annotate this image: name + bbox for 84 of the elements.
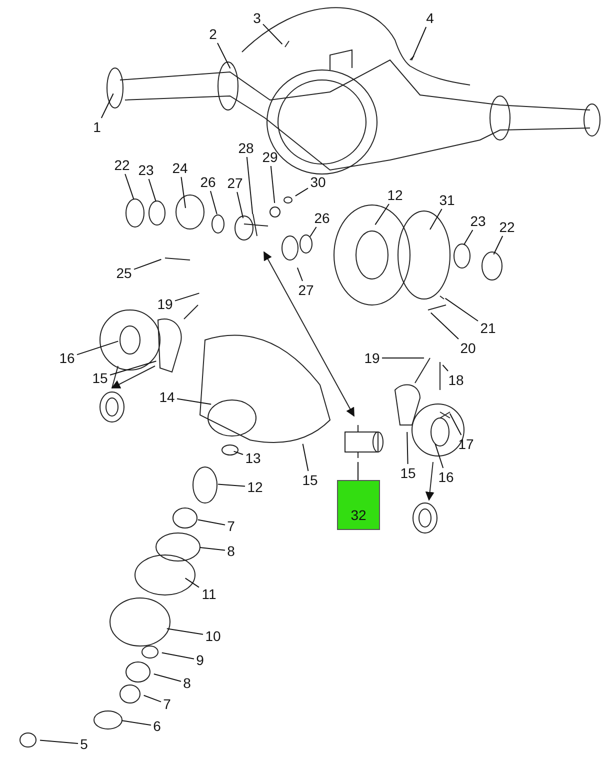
- leader-line: [200, 547, 226, 551]
- leader-line: [442, 364, 448, 372]
- callout-number: 26: [314, 210, 330, 226]
- callout-number: 15: [92, 370, 108, 386]
- leader-line: [148, 178, 156, 202]
- callout-number: 21: [480, 320, 496, 336]
- leader-line: [161, 652, 194, 660]
- callout-number: 12: [387, 187, 403, 203]
- callout-number: 8: [183, 675, 191, 691]
- callout-number: 9: [196, 652, 204, 668]
- leader-line: [236, 192, 244, 219]
- callout-number: 23: [138, 162, 154, 178]
- callout-number: 13: [245, 450, 261, 466]
- highlighted-callout-box: 32: [337, 480, 380, 530]
- leader-line: [444, 298, 478, 322]
- leader-line: [262, 24, 283, 45]
- leader-line: [76, 340, 119, 356]
- leader-line: [294, 188, 308, 196]
- leader-line: [430, 312, 459, 340]
- leader-line: [180, 176, 186, 208]
- callout-number: 20: [460, 340, 476, 356]
- leader-line: [184, 578, 200, 588]
- leader-line: [176, 398, 212, 405]
- leader-line: [217, 42, 231, 69]
- leader-line: [122, 720, 152, 726]
- callout-number: 31: [439, 192, 455, 208]
- leader-line: [411, 26, 427, 61]
- callout-number: 17: [458, 436, 474, 452]
- callout-number: 6: [153, 718, 161, 734]
- callout-number: 16: [59, 350, 75, 366]
- callout-number: 22: [114, 157, 130, 173]
- leader-line: [110, 360, 157, 376]
- leader-line: [430, 208, 442, 230]
- callout-number: 26: [200, 174, 216, 190]
- callout-number: 23: [470, 213, 486, 229]
- leader-line: [493, 236, 504, 255]
- callout-number: 28: [238, 140, 254, 156]
- leader-line: [246, 156, 254, 214]
- leader-line: [210, 190, 218, 215]
- leader-line: [197, 519, 226, 526]
- leader-line: [166, 628, 204, 635]
- callout-number: 27: [298, 282, 314, 298]
- callout-number: 15: [400, 465, 416, 481]
- leader-line: [270, 166, 276, 204]
- leader-line: [406, 432, 408, 464]
- leader-line: [100, 93, 114, 118]
- leader-line: [310, 226, 317, 238]
- callout-number: 22: [499, 219, 515, 235]
- callout-number: 3: [253, 10, 261, 26]
- callout-number: 19: [157, 296, 173, 312]
- leader-line: [143, 694, 162, 702]
- leader-line: [153, 674, 182, 682]
- callout-number: 5: [80, 736, 88, 752]
- callout-number: 11: [202, 586, 216, 602]
- leader-line: [124, 174, 134, 200]
- callout-number: 10: [205, 628, 221, 644]
- leader-line: [233, 450, 244, 455]
- leader-line: [134, 258, 162, 270]
- callout-number: 15: [302, 472, 318, 488]
- leader-line: [296, 267, 303, 282]
- callout-number: 30: [310, 174, 326, 190]
- callout-number: 24: [172, 160, 188, 176]
- callout-number: 7: [163, 696, 171, 712]
- callout-number: 14: [159, 389, 175, 405]
- leader-line: [449, 413, 462, 436]
- callout-number: 27: [227, 175, 243, 191]
- callout-number: 7: [227, 518, 235, 534]
- leader-line: [174, 292, 200, 302]
- leader-line: [218, 484, 246, 487]
- leader-line: [40, 740, 78, 744]
- callout-number: 18: [448, 372, 464, 388]
- leader-line: [464, 230, 474, 246]
- callout-number: 4: [426, 10, 434, 26]
- callout-number: 19: [364, 350, 380, 366]
- callout-number: 2: [209, 26, 217, 42]
- leader-line: [374, 204, 390, 226]
- callout-number: 1: [93, 119, 101, 135]
- leader-line: [434, 443, 444, 468]
- leader-line: [302, 443, 309, 472]
- callout-number: 25: [116, 265, 132, 281]
- callout-number: 8: [227, 543, 235, 559]
- callout-number: 29: [262, 149, 278, 165]
- callout-number: 16: [438, 469, 454, 485]
- callout-number: 12: [247, 479, 263, 495]
